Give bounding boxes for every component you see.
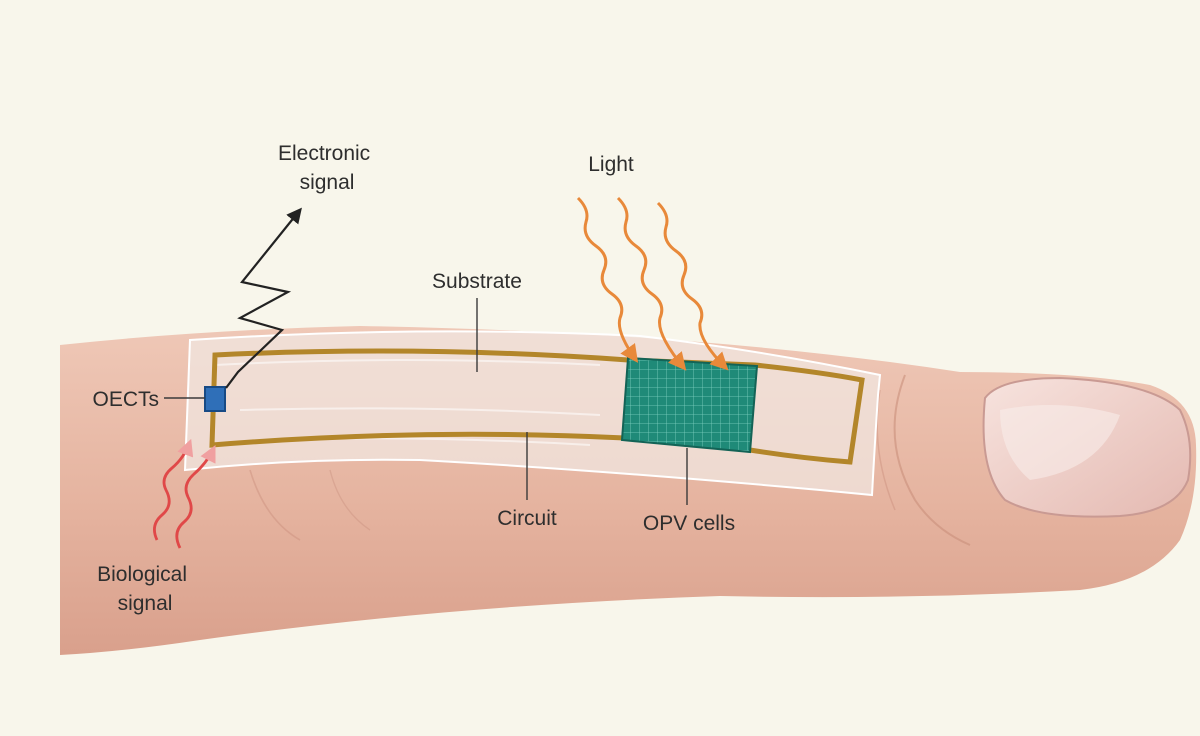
finger-crease — [329, 469, 371, 531]
circuit-label: Circuit — [497, 507, 557, 530]
biological-signal-label-line: Biological — [97, 563, 187, 586]
electronic-signal-label: Electronic signal — [278, 142, 376, 194]
wavy-arrow-icon — [153, 438, 194, 541]
finger-crease — [893, 374, 971, 546]
wavy-arrow-icon — [175, 444, 216, 549]
electronic-signal-label-line: Electronic — [278, 142, 370, 165]
light-rays — [576, 196, 729, 371]
biological-signal-label-line: signal — [118, 592, 173, 615]
zigzag-arrow-icon — [225, 207, 302, 389]
circuit-trace — [209, 348, 865, 465]
biological-signal-rays — [153, 438, 216, 549]
electronic-signal-label-line: signal — [300, 171, 355, 194]
wavy-arrow-icon — [656, 201, 729, 371]
fingernail-lunula — [1000, 405, 1120, 480]
biological-signal-label: Biological signal — [97, 563, 193, 615]
opv-cells-label: OPV cells — [643, 512, 735, 535]
wavy-arrow-icon — [616, 196, 687, 371]
wavy-arrow-icon — [576, 196, 639, 363]
substrate-patch — [183, 330, 882, 497]
opv-cells — [620, 356, 759, 454]
light-label: Light — [588, 153, 634, 176]
finger-crease — [249, 469, 301, 541]
oects-label: OECTs — [92, 388, 159, 411]
substrate-label: Substrate — [432, 270, 522, 293]
oect-device — [204, 386, 226, 412]
